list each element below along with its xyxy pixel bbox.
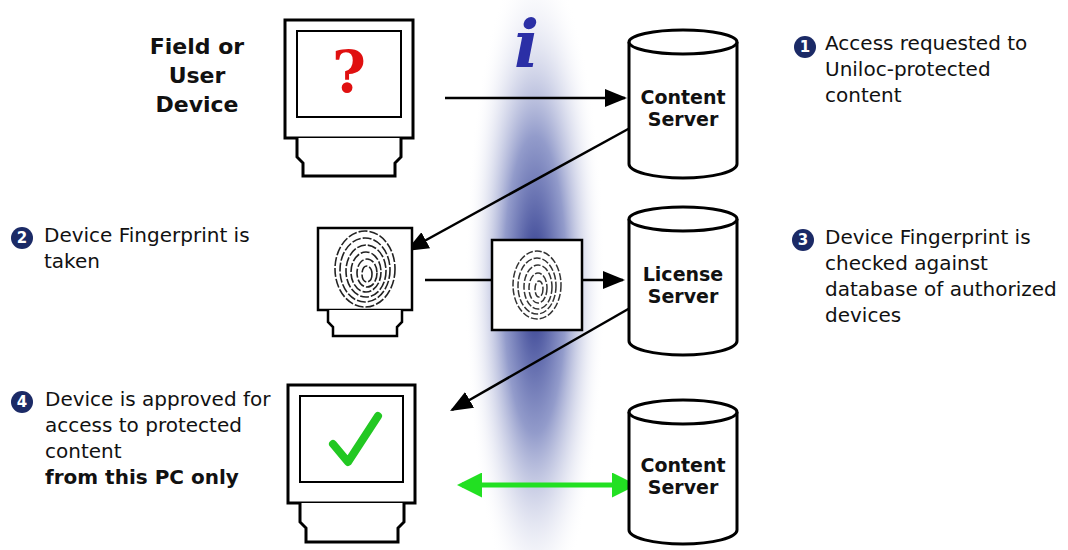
callout-text: Device is approved for access to protect… bbox=[45, 386, 281, 464]
blue-band bbox=[465, 0, 605, 550]
callout-text: Device Fingerprint is taken bbox=[44, 222, 266, 274]
server-cylinder: License Server bbox=[627, 205, 739, 357]
fingerprint-device bbox=[318, 228, 412, 336]
question-mark: ? bbox=[297, 36, 401, 108]
callout-number: 4 bbox=[11, 391, 33, 413]
server-label-wrap: Content Server bbox=[627, 454, 739, 498]
info-symbol: i bbox=[514, 8, 539, 80]
server-label: Content Server bbox=[627, 86, 739, 130]
device-heading: Field or User Device bbox=[133, 32, 261, 119]
approved-monitor bbox=[288, 385, 415, 542]
arrow bbox=[408, 128, 630, 250]
emphasis-text: from this PC only bbox=[45, 464, 285, 490]
fingerprint-card bbox=[492, 240, 582, 330]
callout-number: 3 bbox=[792, 229, 814, 251]
callout-number: 1 bbox=[794, 36, 816, 58]
callout-text: Access requested to Uniloc-protected con… bbox=[825, 30, 1063, 108]
server-cylinder: Content Server bbox=[627, 28, 739, 180]
server-cylinder: Content Server bbox=[627, 398, 739, 546]
device-monitor: Field or User Device? bbox=[283, 18, 415, 178]
server-label: Content Server bbox=[627, 454, 739, 498]
callout-number: 2 bbox=[11, 227, 33, 249]
server-label-wrap: License Server bbox=[627, 263, 739, 307]
green-double-arrow bbox=[462, 483, 632, 488]
arrow-connector bbox=[445, 97, 625, 100]
server-label: License Server bbox=[627, 263, 739, 307]
callout-text: Device Fingerprint is checked against da… bbox=[825, 224, 1063, 328]
server-label-wrap: Content Server bbox=[627, 86, 739, 130]
